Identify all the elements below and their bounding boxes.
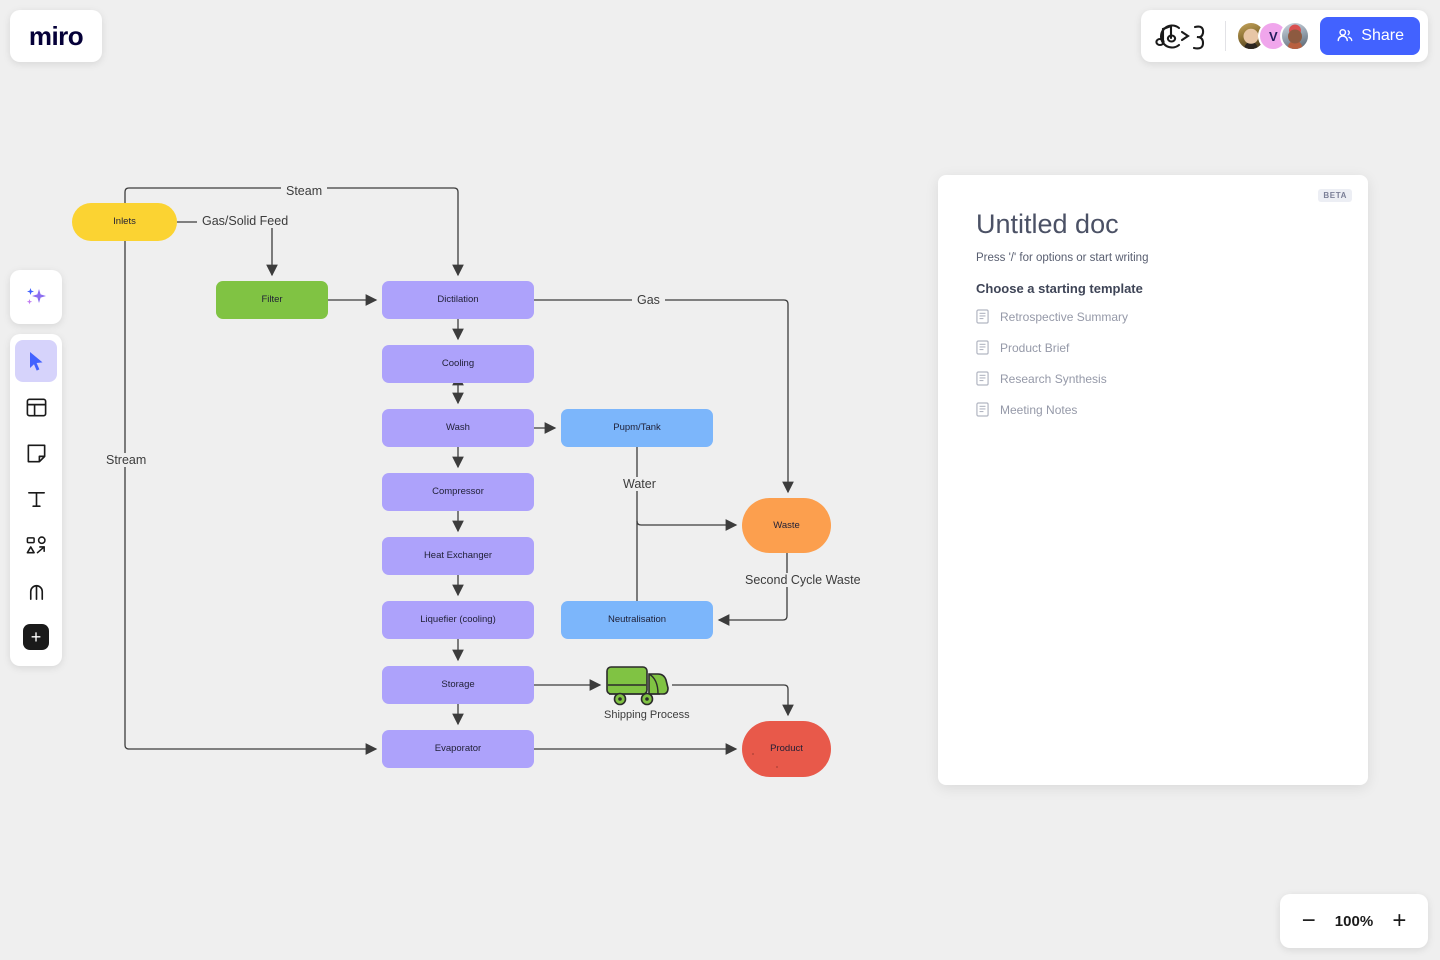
edge-label-gas: Gas xyxy=(632,293,665,307)
flow-node-label: Evaporator xyxy=(434,743,482,755)
edge-label-water: Water xyxy=(618,477,661,491)
select-tool[interactable] xyxy=(15,340,57,382)
left-toolbar: + xyxy=(10,334,62,666)
delivery-truck-icon xyxy=(606,666,669,706)
edge-label-gassolid: Gas/Solid Feed xyxy=(197,214,294,228)
music-note-scribble-icon[interactable] xyxy=(1155,19,1215,53)
template-item-label: Research Synthesis xyxy=(1000,371,1107,386)
flow-node-label: Compressor xyxy=(432,486,484,498)
flow-node-label: Waste xyxy=(773,519,800,531)
plus-icon: + xyxy=(23,624,49,650)
more-apps-tool[interactable]: + xyxy=(15,616,57,658)
flow-node-wash[interactable]: Wash xyxy=(382,409,534,447)
beta-badge: BETA xyxy=(1318,189,1352,202)
flow-node-waste[interactable]: Waste xyxy=(742,498,831,553)
shapes-tool[interactable] xyxy=(15,524,57,566)
document-icon xyxy=(976,340,989,355)
text-tool[interactable] xyxy=(15,478,57,520)
template-item-label: Meeting Notes xyxy=(1000,402,1078,417)
template-item[interactable]: Retrospective Summary xyxy=(976,309,1330,324)
flow-node-product[interactable]: Product xyxy=(742,721,831,777)
sticky-note-tool[interactable] xyxy=(15,432,57,474)
sticky-note-icon xyxy=(27,444,45,462)
share-button[interactable]: Share xyxy=(1320,17,1420,55)
edge-label-steam: Steam xyxy=(281,184,328,198)
flow-node-label: Storage xyxy=(441,679,475,691)
document-icon xyxy=(976,402,989,417)
text-t-icon xyxy=(27,491,45,507)
flow-node-label: Wash xyxy=(446,422,470,434)
cursor-arrow-icon xyxy=(30,352,43,371)
flow-node-label: Cooling xyxy=(441,358,475,370)
miro-logo[interactable]: miro xyxy=(10,10,102,62)
flow-node-label: Pupm/Tank xyxy=(613,422,661,434)
product-speck xyxy=(776,766,778,768)
zoom-control: − 100% + xyxy=(1280,894,1428,948)
flow-node-cooling[interactable]: Cooling xyxy=(382,345,534,383)
zoom-level-value[interactable]: 100% xyxy=(1334,912,1374,930)
flow-node-label: Product xyxy=(770,743,803,755)
top-right-bar: V Share xyxy=(1141,10,1428,62)
flow-node-dictilation[interactable]: Dictilation xyxy=(382,281,534,319)
flow-node-heatexchanger[interactable]: Heat Exchanger xyxy=(382,537,534,575)
flow-node-storage[interactable]: Storage xyxy=(382,666,534,704)
flow-node-label: Heat Exchanger xyxy=(423,550,493,562)
template-item-label: Product Brief xyxy=(1000,340,1070,355)
share-button-label: Share xyxy=(1361,27,1404,44)
doc-hint: Press '/' for options or start writing xyxy=(976,252,1149,264)
untitled-doc-panel[interactable]: BETA Untitled doc Press '/' for options … xyxy=(938,175,1368,785)
edge-label-secondcycle: Second Cycle Waste xyxy=(740,573,866,587)
shipping-truck[interactable]: Shipping Process xyxy=(604,663,690,721)
flow-node-filter[interactable]: Filter xyxy=(216,281,328,319)
pen-nib-icon xyxy=(29,584,43,600)
flow-node-label: Liquefier (cooling) xyxy=(420,614,496,626)
toolbar-divider xyxy=(1225,21,1227,51)
flowchart-connectors xyxy=(124,187,794,755)
collaborator-avatars[interactable]: V xyxy=(1236,21,1311,51)
product-speck xyxy=(752,753,754,755)
doc-title[interactable]: Untitled doc xyxy=(976,209,1119,239)
flow-node-compressor[interactable]: Compressor xyxy=(382,473,534,511)
template-item[interactable]: Product Brief xyxy=(976,340,1330,355)
shipping-process-label: Shipping Process xyxy=(604,709,690,721)
flow-node-label: Dictilation xyxy=(437,294,479,306)
zoom-out-button[interactable]: − xyxy=(1301,907,1316,934)
flow-node-liquefier[interactable]: Liquefier (cooling) xyxy=(382,601,534,639)
zoom-in-button[interactable]: + xyxy=(1392,907,1407,934)
pen-tool[interactable] xyxy=(15,570,57,612)
miro-logo-text: miro xyxy=(28,20,84,51)
flow-node-neutralisation[interactable]: Neutralisation xyxy=(561,601,713,639)
template-item[interactable]: Meeting Notes xyxy=(976,402,1330,417)
flow-node-pupmtank[interactable]: Pupm/Tank xyxy=(561,409,713,447)
document-icon xyxy=(976,309,989,324)
edge-label-stream: Stream xyxy=(101,453,152,467)
layout-template-icon xyxy=(26,398,46,416)
sparkle-icon xyxy=(26,288,46,305)
flow-node-label: Filter xyxy=(261,294,283,306)
template-item-label: Retrospective Summary xyxy=(1000,309,1129,324)
flow-node-label: Neutralisation xyxy=(607,614,667,626)
flow-node-label: Inlets xyxy=(113,216,136,228)
flow-node-inlets[interactable]: Inlets xyxy=(72,203,177,241)
document-icon xyxy=(976,371,989,386)
avatar[interactable] xyxy=(1280,21,1311,51)
ai-sparkle-tool[interactable] xyxy=(10,270,62,324)
people-icon xyxy=(1337,28,1353,42)
doc-template-heading: Choose a starting template xyxy=(976,281,1143,296)
shapes-connector-icon xyxy=(26,535,46,553)
template-tool[interactable] xyxy=(15,386,57,428)
template-item[interactable]: Research Synthesis xyxy=(976,371,1330,386)
flow-node-evaporator[interactable]: Evaporator xyxy=(382,730,534,768)
